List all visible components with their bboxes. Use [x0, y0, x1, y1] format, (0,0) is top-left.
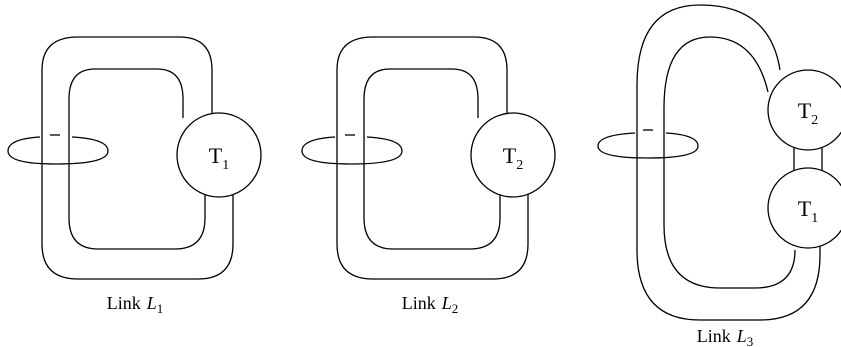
link-l3-tangle-t1: T1: [767, 167, 841, 249]
link-l3-ring-front: [597, 132, 699, 159]
link-l1-inner-strand: [68, 68, 206, 250]
link-l2-tangle-label: T2: [503, 143, 523, 173]
link-l2-tangle-t2: T2: [470, 112, 556, 198]
link-l3-tangle-bottom-disk: [767, 167, 841, 249]
link-l2-inner-strand: [363, 68, 501, 250]
link-l1-ring-front: [7, 136, 109, 165]
link-l3-tangle-top-label: T2: [798, 98, 818, 128]
link-l3-outer-strand: [636, 4, 821, 321]
link-l1-tangle-t1: T1: [176, 112, 262, 198]
link-l2-outer-strand: [336, 36, 529, 280]
link-l3-ring: [597, 129, 699, 159]
link-l3-inner-strand: [663, 36, 796, 289]
link-l3-tangle-bottom-label: T1: [798, 196, 818, 226]
link-l1-tangle-label: T1: [209, 143, 229, 173]
link-l1-tangle-disk: [176, 112, 262, 198]
link-l3-tangle-t2: T2: [767, 69, 841, 151]
link-l2-ring-front: [301, 136, 403, 165]
link-l1-ring: [7, 134, 109, 165]
link-l2-ring: [301, 134, 403, 165]
link-l2-tangle-disk: [470, 112, 556, 198]
link-l3-tangle-top-disk: [767, 69, 841, 151]
link-l1-outer-strand: [41, 36, 234, 280]
